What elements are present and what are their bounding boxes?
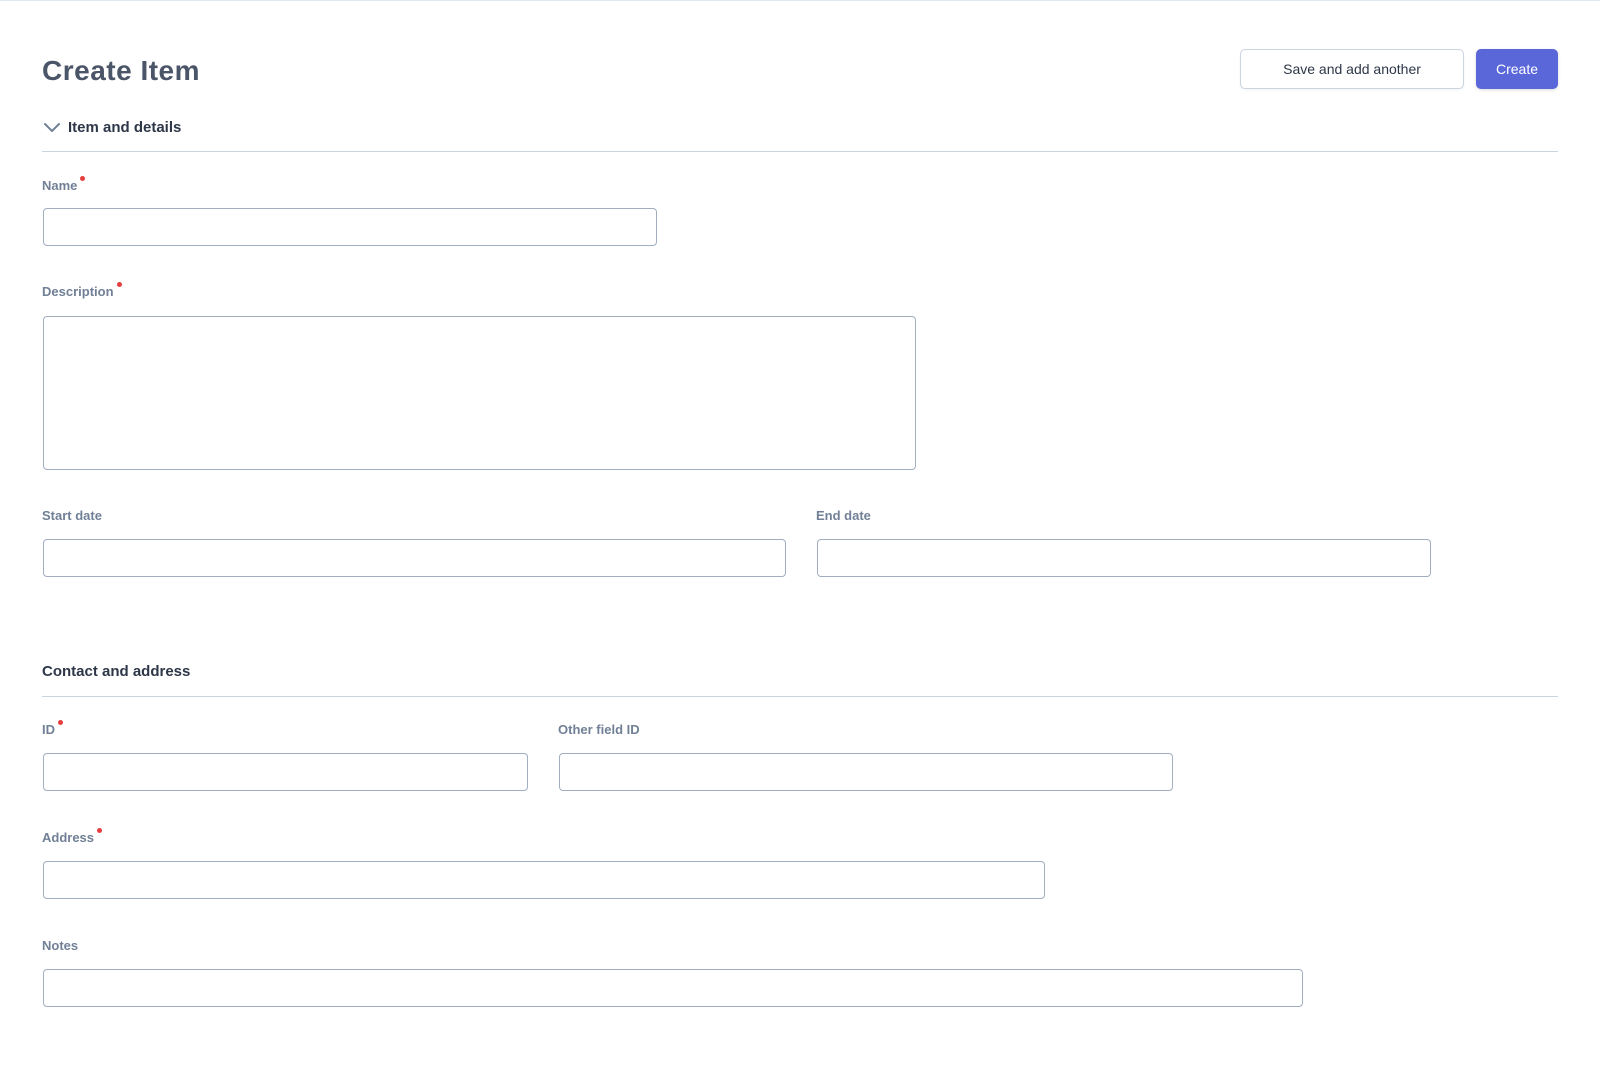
other-field-label: Other field ID [558, 722, 640, 737]
section-divider [42, 151, 1558, 152]
end-date-input[interactable] [817, 539, 1431, 577]
notes-label: Notes [42, 938, 79, 953]
name-label: Name [42, 176, 86, 193]
save-and-add-another-button[interactable]: Save and add another [1240, 49, 1464, 89]
description-textarea[interactable] [43, 316, 916, 470]
required-indicator [97, 828, 103, 833]
id-label: ID [42, 720, 63, 737]
required-indicator [116, 282, 122, 287]
other-field-input[interactable] [559, 753, 1173, 791]
chevron-down-icon [44, 122, 60, 132]
start-date-label: Start date [42, 508, 102, 523]
required-indicator [58, 720, 63, 725]
address-input[interactable] [43, 861, 1045, 899]
start-date-input[interactable] [43, 539, 786, 577]
page-title: Create Item [42, 55, 201, 86]
create-button[interactable]: Create [1476, 49, 1558, 89]
name-input[interactable] [43, 208, 657, 246]
description-label: Description [42, 282, 122, 299]
notes-input[interactable] [43, 969, 1303, 1007]
section-divider [42, 696, 1558, 697]
top-border [0, 0, 1600, 1]
section-heading-basic: Item and details [68, 119, 182, 136]
end-date-label: End date [816, 508, 871, 523]
section-heading-contact: Contact and address [42, 663, 191, 680]
address-label: Address [42, 828, 103, 845]
section-toggle-basic[interactable]: Item and details [42, 119, 181, 136]
section-heading-contact-wrap: Contact and address [42, 663, 190, 680]
required-indicator [80, 176, 86, 181]
id-input[interactable] [43, 753, 528, 791]
